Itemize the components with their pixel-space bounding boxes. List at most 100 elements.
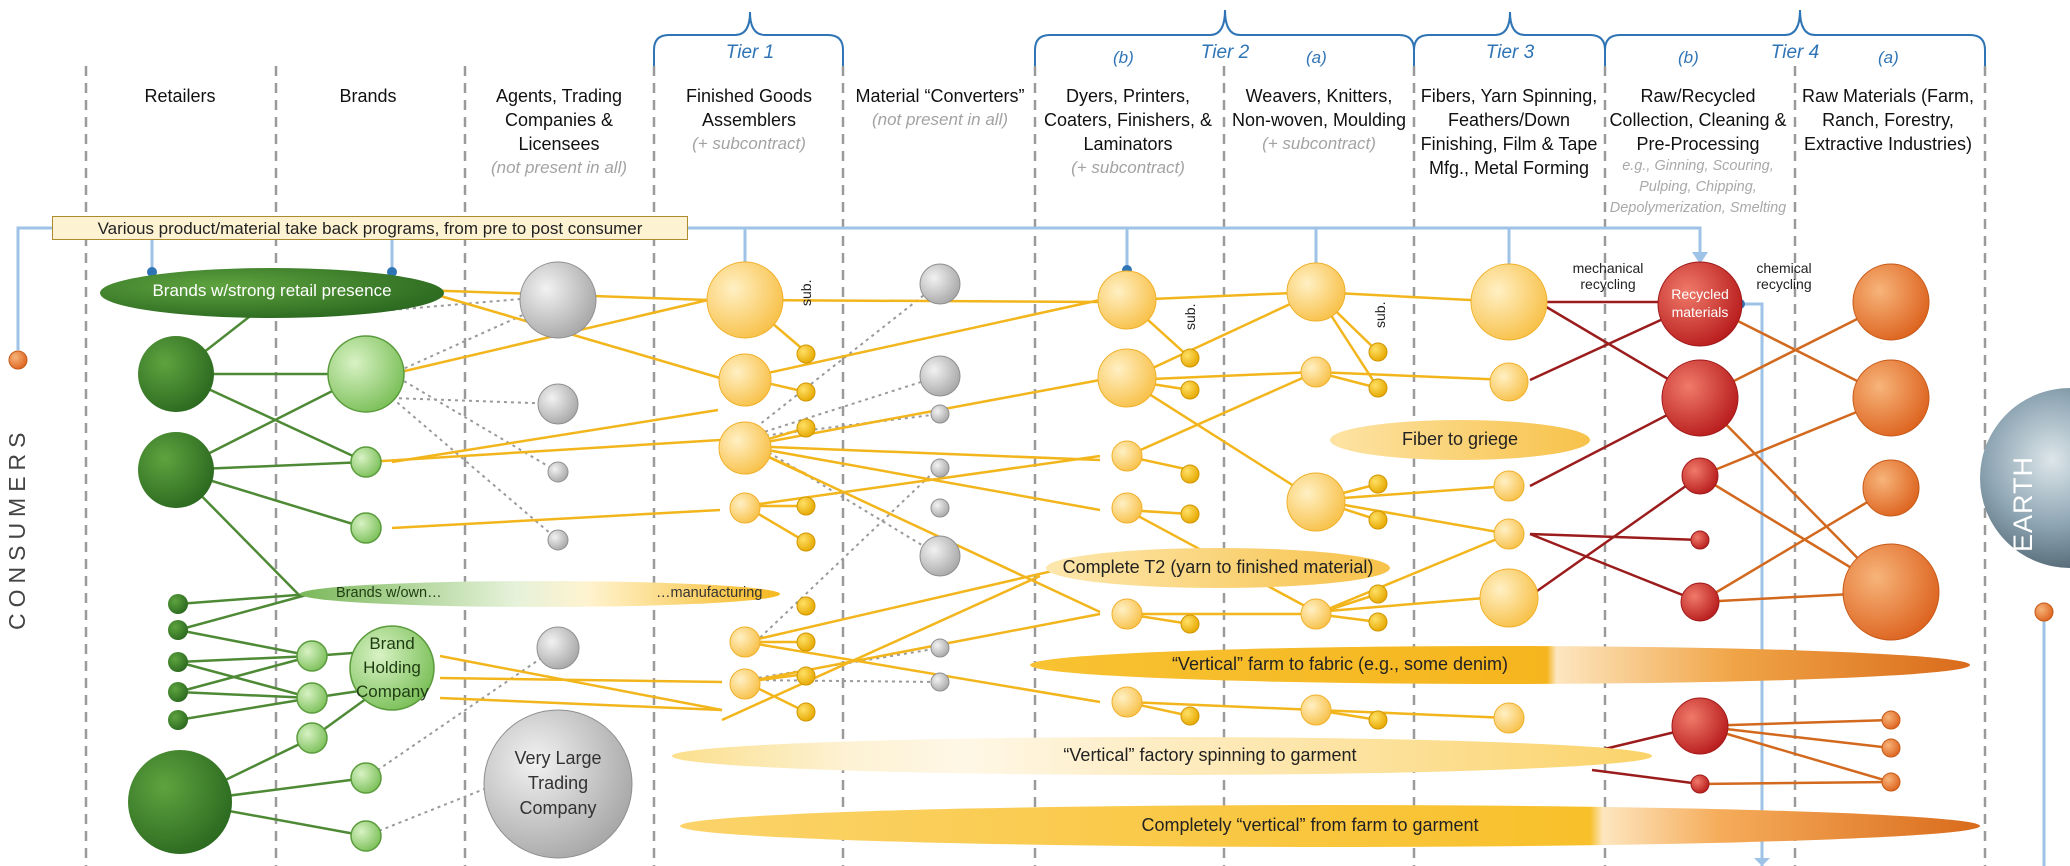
converter-node <box>930 672 950 692</box>
col-fibers-header: Fibers, Yarn Spinning, Feathers/Down Fin… <box>1418 84 1600 180</box>
brand-node <box>350 820 382 852</box>
recycle-node <box>1661 359 1739 437</box>
link <box>1699 486 1892 604</box>
fiber-node <box>1493 518 1525 550</box>
link <box>1315 708 1510 720</box>
very-large-trading-label: Very Large Trading Company <box>514 748 602 818</box>
link <box>1699 724 1892 784</box>
col-dyers-header: Dyers, Printers, Coaters, Finishers, & L… <box>1042 84 1214 180</box>
agent-node <box>547 529 569 551</box>
link <box>1699 718 1892 728</box>
completely-vertical-label: Completely “vertical” from farm to garme… <box>1141 815 1479 835</box>
weaver-node <box>1300 598 1332 630</box>
link <box>1126 370 1317 382</box>
complete-t2-band <box>1046 548 1390 588</box>
recycle-node <box>1690 530 1710 550</box>
raw-nodes <box>8 263 2054 792</box>
col-note: (not present in all) <box>871 110 1009 129</box>
link <box>744 413 941 439</box>
col-title: Dyers, Printers, Coaters, Finishers, & L… <box>1043 86 1213 154</box>
consumers-label: CONSUMERS <box>4 426 30 630</box>
link <box>177 690 313 700</box>
weaver-node <box>1286 472 1346 532</box>
link <box>1126 290 1317 382</box>
col-collection-header: Raw/Recycled Collection, Cleaning & Pre-… <box>1606 84 1790 219</box>
tier-4b-label: (b) <box>1678 48 1699 67</box>
sub-node <box>1368 474 1388 494</box>
brand-holding-label: Brand Holding Company <box>356 634 429 701</box>
dot <box>147 267 157 277</box>
brands-strong-retail-node <box>100 268 444 318</box>
agent-node <box>537 383 579 425</box>
link <box>439 676 723 684</box>
brand-node <box>350 762 382 794</box>
tier-2b-label: (b) <box>1113 48 1134 67</box>
link <box>744 437 941 557</box>
assembler-node <box>729 626 761 658</box>
sub-node <box>1180 614 1200 634</box>
link <box>1699 780 1892 786</box>
col-title: Retailers <box>144 86 216 106</box>
converter-node <box>919 535 961 577</box>
manufacturing-label: …manufacturing <box>656 585 763 601</box>
link <box>177 660 313 700</box>
earth-label: EARTH <box>2008 455 2038 552</box>
sub-node <box>1368 584 1388 604</box>
sub-node <box>1180 504 1200 524</box>
vertical-factory-label: “Vertical” factory spinning to garment <box>1063 745 1357 765</box>
tier-2a-label: (a) <box>1306 48 1327 67</box>
recycled-materials-node <box>1657 261 1743 347</box>
link <box>1126 370 1317 458</box>
col-title: Raw/Recycled Collection, Cleaning & Pre-… <box>1609 86 1787 154</box>
dyer-node <box>1097 270 1157 330</box>
sub-label-tier2a: sub. <box>1372 301 1388 328</box>
mechanical-recycling-label: mechanical recycling <box>1572 260 1644 292</box>
brand-node <box>350 512 382 544</box>
earth-globe <box>1980 388 2070 568</box>
brands-strong-retail-label: Brands w/strong retail presence <box>152 281 392 300</box>
col-retailers-header: Retailers <box>110 84 250 108</box>
weaver-node <box>1286 262 1346 322</box>
raw-node <box>1881 710 1901 730</box>
link <box>1315 532 1510 616</box>
agent-node <box>536 626 580 670</box>
agent-nodes <box>483 261 961 859</box>
brand-node <box>296 722 328 754</box>
tier-braces <box>653 9 1986 66</box>
raw-node <box>1881 772 1901 792</box>
raw-node <box>1852 263 1930 341</box>
sub-node <box>1180 706 1200 726</box>
retailer-node <box>168 682 188 702</box>
very-large-trading-node <box>483 709 633 859</box>
dyer-node <box>1111 598 1143 630</box>
sub-node <box>796 702 816 722</box>
link <box>177 654 313 664</box>
link <box>177 628 313 658</box>
link <box>744 558 1101 644</box>
link <box>744 283 939 437</box>
sub-label-tier2b: sub. <box>1182 303 1198 330</box>
weaver-node <box>1300 694 1332 726</box>
subcontract-nodes <box>796 342 1388 730</box>
recycle-node <box>1680 582 1720 622</box>
converter-node <box>930 458 950 478</box>
link <box>1699 724 1892 750</box>
sub-node <box>796 382 816 402</box>
takeback-line <box>16 226 52 350</box>
col-title: Raw Materials (Farm, Ranch, Forestry, Ex… <box>1801 86 1975 154</box>
sub-node <box>796 632 816 652</box>
dyer-node <box>1111 440 1143 472</box>
link <box>744 298 1101 304</box>
link <box>391 397 559 405</box>
fiber-to-griege-label: Fiber to griege <box>1401 429 1519 449</box>
sub-node <box>1180 348 1200 368</box>
raw-node <box>1842 543 1940 641</box>
earth-return-node <box>2034 602 2054 622</box>
link <box>744 444 1101 462</box>
col-note: (+ subcontract) <box>692 134 806 153</box>
sub-node <box>1368 342 1388 362</box>
dyer-node <box>1111 686 1143 718</box>
col-title: Weavers, Knitters, Non-woven, Moulding <box>1231 86 1407 130</box>
brand-holding-node <box>349 625 435 711</box>
